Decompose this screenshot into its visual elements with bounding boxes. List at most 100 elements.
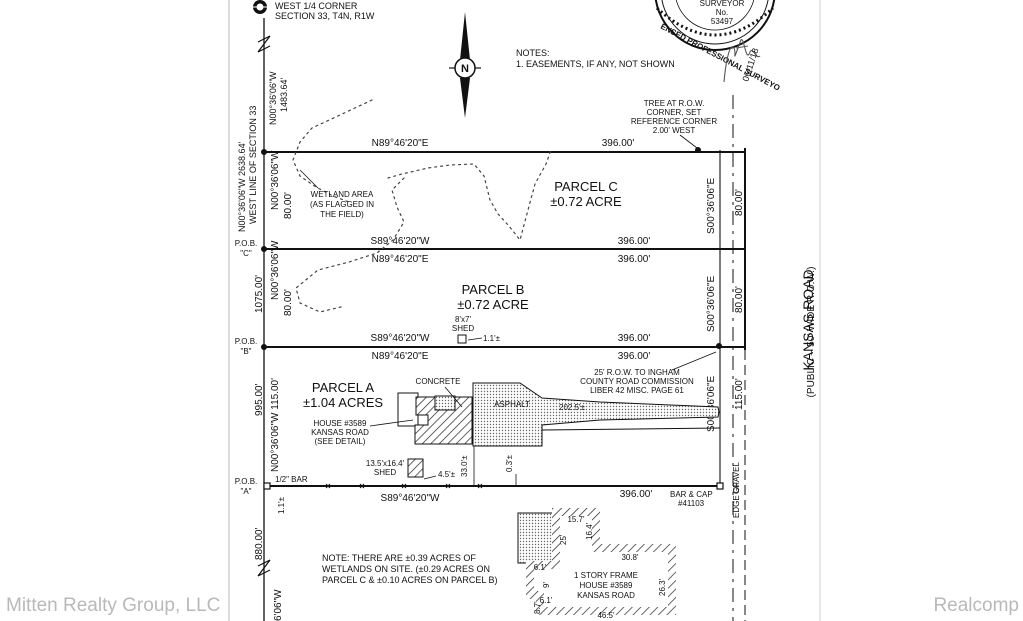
fence-marks (325, 483, 483, 489)
west-bottom-bearing: 6'06"W (273, 589, 284, 621)
big-shed (407, 458, 424, 478)
c-east-dist: 80.00' (734, 189, 745, 216)
c-west-dist: 80.00' (283, 192, 294, 219)
seal-number: 53497 (711, 17, 734, 26)
house-label-1: HOUSE #3589 (314, 419, 367, 428)
detail-dim-9: 9' (542, 582, 551, 588)
house-label-3: (SEE DETAIL) (315, 437, 366, 446)
bearing-a-north: N89°46'20"E (372, 351, 429, 362)
house-footprint (414, 396, 473, 445)
dist-c-south: 396.00' (618, 236, 651, 247)
dim-03: 0.3'± (505, 454, 514, 472)
dist-c-north: 396.00' (602, 138, 635, 149)
tree-note-4: 2.00' WEST (653, 126, 696, 135)
dist-880: 880.00' (254, 527, 265, 560)
row-note-2: COUNTY ROAD COMMISSION (580, 377, 694, 386)
detail-dim-8-7: 8.7' (533, 601, 542, 614)
asphalt-label: ASPHALT (494, 400, 530, 409)
dist-a-south: 396.00' (620, 489, 653, 500)
seal-surveyor: SURVEYOR (700, 0, 745, 8)
pob-a-2: "A" (240, 487, 251, 496)
small-shed-size: 8'x7' (455, 315, 471, 324)
bearing-c-south: S89°46'20"W (371, 236, 430, 247)
seal-no: No. (716, 8, 728, 17)
row-note-1: 25' R.O.W. TO INGHAM (594, 368, 680, 377)
detail-dim-25: 25' (559, 534, 568, 545)
a-east-bearing: S00°36'06"E (706, 376, 717, 432)
west-mid-bearing: N00°36'06"W 2638.64' (237, 141, 247, 232)
wetland-label-1: WETLAND AREA (311, 190, 374, 199)
detail-dim-16-4: 16.4' (585, 522, 594, 540)
c-east-bearing: S00°36'06"E (706, 178, 717, 234)
dist-a-north: 396.00' (618, 351, 651, 362)
dist-1075: 1075.00' (254, 275, 265, 313)
c-west-bearing: N00°36'06"W (270, 150, 281, 210)
tree-leader (679, 134, 698, 149)
concrete-pad (434, 395, 456, 411)
wetland-label-3: THE FIELD) (320, 210, 364, 219)
west-top-bearing: N00°36'06"W (268, 71, 278, 125)
detail-label-1: 1 STORY FRAME (574, 571, 638, 580)
road-sub: (PUBLIC – 50' WIDE R.O.W.) (806, 267, 817, 398)
parcel-c-name: PARCEL C (554, 179, 618, 194)
notes-title: NOTES: (516, 48, 550, 58)
b-west-dist: 80.00' (283, 289, 294, 316)
house-label-2: KANSAS ROAD (311, 428, 369, 437)
detail-dim-26-3: 26.3' (658, 578, 667, 596)
watermark-left: Mitten Realty Group, LLC (6, 595, 221, 616)
big-shed-size: 13.5'x16.4' (366, 459, 405, 468)
pob-b-2: "B" (240, 347, 251, 356)
tree-note-1: TREE AT R.O.W. (644, 99, 705, 108)
corner-label-2: SECTION 33, T4N, R1W (275, 11, 375, 21)
detail-hatch-border (526, 508, 676, 615)
wetlands-note-3: PARCEL C & ±0.10 ACRES ON PARCEL B) (322, 575, 498, 585)
west-mid-label: WEST LINE OF SECTION 33 (248, 106, 258, 224)
wetland-boundary (292, 99, 552, 313)
shed-offset-arrow (467, 337, 483, 341)
north-letter: N (461, 63, 469, 75)
parcel-a-name: PARCEL A (312, 380, 374, 395)
bearing-b-south: S89°46'20"W (371, 333, 430, 344)
road-name: KANSAS ROAD (800, 269, 816, 370)
bearing-b-north: N89°46'20"E (372, 254, 429, 265)
watermark-right: Realcomp (933, 595, 1019, 616)
surveyor-seal (654, 0, 776, 51)
bar-cap-1: BAR & CAP (670, 490, 713, 499)
detail-dim-6-1b: 6.1' (540, 596, 553, 605)
pob-c-2: "C" (240, 249, 252, 258)
wetland-label-2: (AS FLAGGED IN (310, 200, 374, 209)
break-mark-top (257, 35, 271, 53)
driveway-asphalt (472, 382, 720, 447)
notes-item: 1. EASEMENTS, IF ANY, NOT SHOWN (516, 59, 675, 69)
west-top-dist: 1483.64' (279, 77, 289, 112)
dim-45-line (423, 475, 437, 480)
edge-of-label: EDGE OF (732, 482, 741, 518)
wetland-leader (299, 169, 319, 189)
tree-note-2: CORNER, SET (647, 108, 702, 117)
concrete-label: CONCRETE (416, 377, 461, 386)
signature (723, 39, 761, 83)
row-note-3: LIBER 42 MISC. PAGE 61 (590, 386, 684, 395)
a-east-dist: 115.00' (734, 378, 745, 410)
bar-cap-marker (716, 482, 724, 490)
detail-porch (517, 512, 557, 564)
dim-45: 4.5'± (438, 470, 456, 479)
detail-label-2: HOUSE #3589 (580, 581, 633, 590)
detail-dim-30-8: 30.8' (621, 553, 639, 562)
dist-1-1: 1.1'± (277, 496, 286, 514)
section-corner-icon (253, 0, 267, 14)
gravel-label: GRAVEL (732, 462, 741, 494)
bearing-a-south: S89°46'20"W (381, 493, 440, 504)
row-note-leader (671, 351, 717, 371)
pob-b-1: P.O.B. (235, 337, 258, 346)
parcel-boundaries (264, 148, 746, 487)
big-shed-label: SHED (374, 468, 396, 477)
pob-c-1: P.O.B. (235, 239, 258, 248)
small-shed-label: SHED (452, 324, 474, 333)
drive-length: 202.5'± (559, 403, 586, 412)
parcel-c-area: ±0.72 ACRE (550, 194, 622, 209)
bar-label: 1/2" BAR (275, 475, 308, 484)
bearing-c-north: N89°46'20"E (372, 138, 429, 149)
detail-label-3: KANSAS ROAD (577, 591, 635, 600)
